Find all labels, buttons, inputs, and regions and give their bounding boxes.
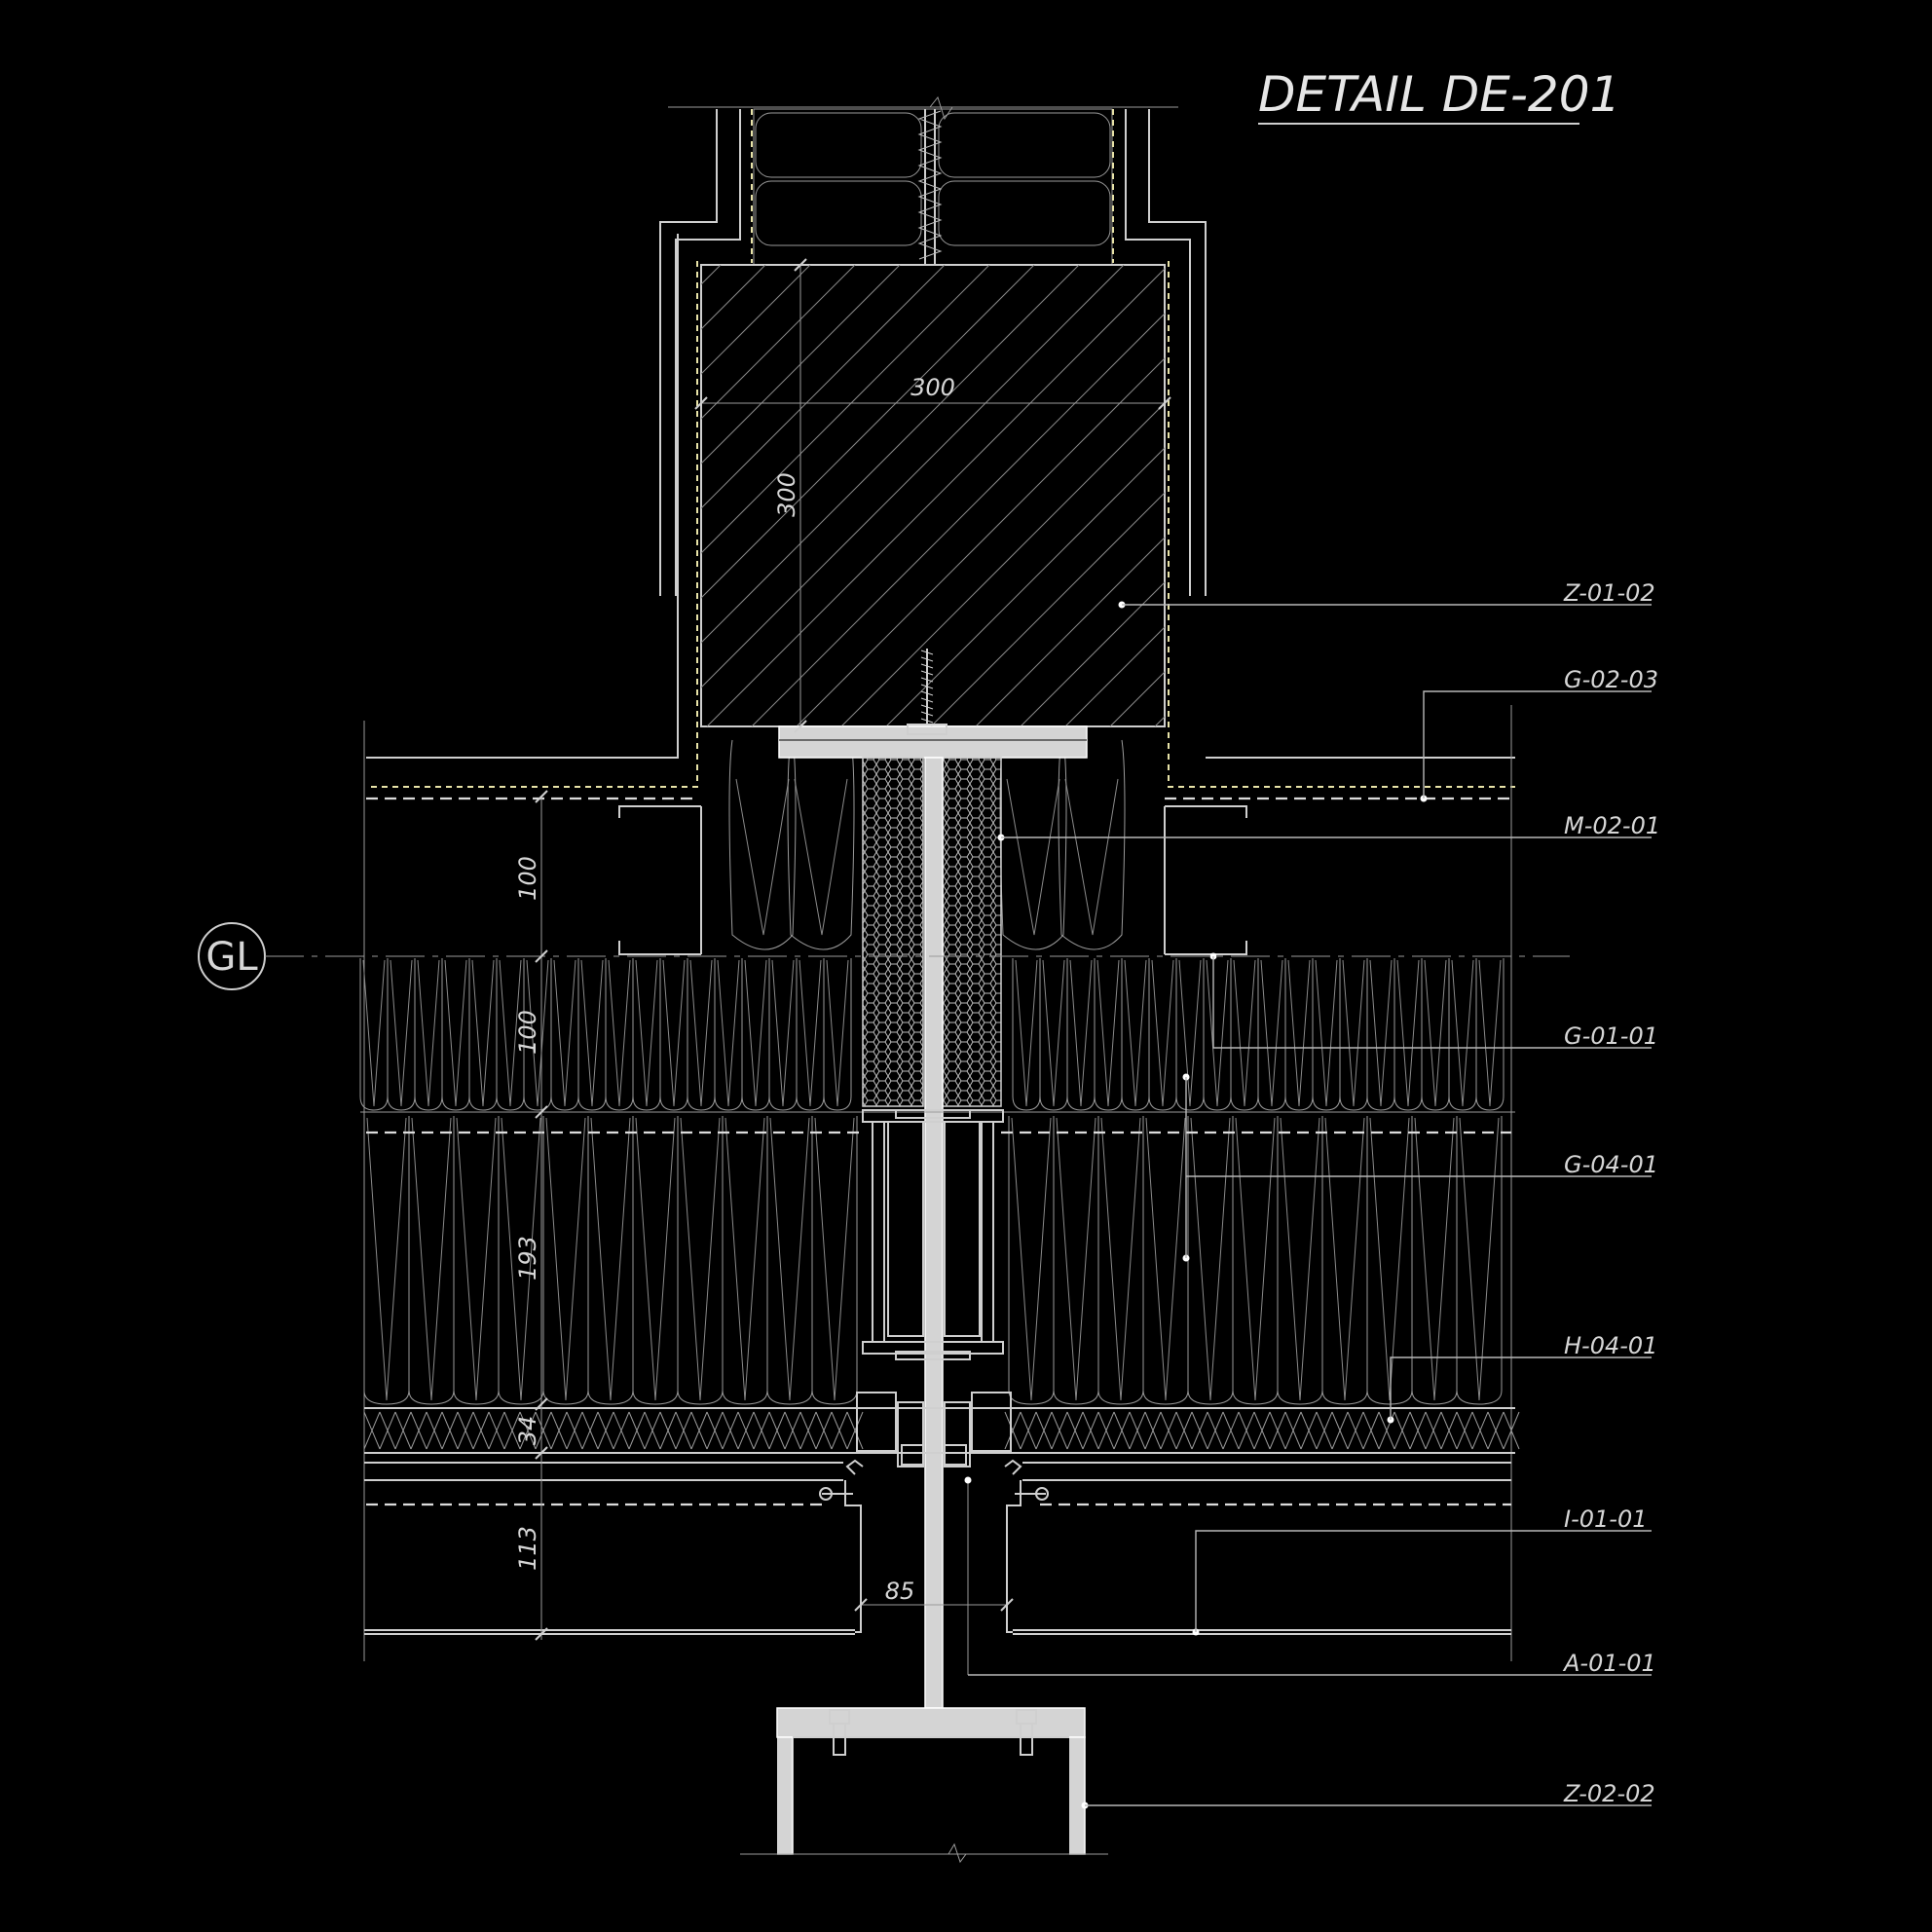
dim-lower-wall: 100 xyxy=(514,1010,541,1055)
detail-title: DETAIL DE-201 xyxy=(1258,66,1620,123)
callout-z-01-02: Z-01-02 xyxy=(1118,579,1655,609)
insulation-row-2 xyxy=(363,1116,1503,1405)
label-g-04-01: G-04-01 xyxy=(1564,1151,1658,1178)
dim-web-gap: 85 xyxy=(885,1578,915,1605)
callout-m-02-01: M-02-01 xyxy=(997,812,1660,841)
c-channels xyxy=(618,805,1247,955)
concrete-beam xyxy=(366,261,1515,788)
loose-insulation xyxy=(728,739,1126,950)
callout-z-02-02: Z-02-02 xyxy=(1081,1780,1655,1809)
ceiling-layers xyxy=(364,1462,1511,1675)
dim-beam-height: 300 xyxy=(773,472,800,517)
upper-wall xyxy=(659,95,1207,596)
dim-ceiling: 113 xyxy=(514,1526,541,1571)
dimension-chain: 100 100 193 34 113 xyxy=(514,790,548,1641)
insulation-row-1 xyxy=(359,958,1505,1111)
dim-beam-width: 300 xyxy=(910,374,955,401)
gridline-gl: GL xyxy=(198,922,1570,990)
callout-i-01-01: I-01-01 xyxy=(1192,1505,1652,1636)
callout-g-04-01: G-04-01 xyxy=(1182,1073,1658,1262)
beam-dimensions: 300 300 85 xyxy=(694,258,1171,1612)
label-g-01-01: G-01-01 xyxy=(1564,1022,1658,1050)
steel-top-plate xyxy=(778,649,1088,759)
callout-h-04-01: H-04-01 xyxy=(1387,1332,1657,1424)
bottom-steel-beam xyxy=(740,1707,1108,1864)
title-block: DETAIL DE-201 xyxy=(1258,66,1620,125)
dim-insulation: 193 xyxy=(514,1236,541,1281)
label-i-01-01: I-01-01 xyxy=(1564,1505,1647,1533)
slab-outline xyxy=(363,234,1515,1661)
callout-g-02-03: G-02-03 xyxy=(1420,666,1658,802)
callout-g-01-01: G-01-01 xyxy=(1209,952,1658,1050)
dim-upper-wall: 100 xyxy=(514,856,541,901)
label-m-02-01: M-02-01 xyxy=(1564,812,1660,839)
label-z-02-02: Z-02-02 xyxy=(1563,1780,1655,1807)
label-h-04-01: H-04-01 xyxy=(1564,1332,1657,1359)
label-z-01-02: Z-01-02 xyxy=(1563,579,1655,607)
gridline-label: GL xyxy=(205,935,258,980)
frame-profiles xyxy=(819,1109,1049,1501)
label-g-02-03: G-02-03 xyxy=(1564,666,1658,693)
dim-board: 34 xyxy=(514,1416,541,1446)
board-strip xyxy=(363,1407,1520,1454)
steel-web xyxy=(924,757,944,1709)
label-a-01-01: A-01-01 xyxy=(1562,1650,1656,1677)
callouts: Z-01-02 G-02-03 M-02-01 G-01-01 G-04-01 xyxy=(964,579,1660,1809)
fire-board xyxy=(862,757,1002,1107)
callout-a-01-01: A-01-01 xyxy=(964,1476,1656,1677)
